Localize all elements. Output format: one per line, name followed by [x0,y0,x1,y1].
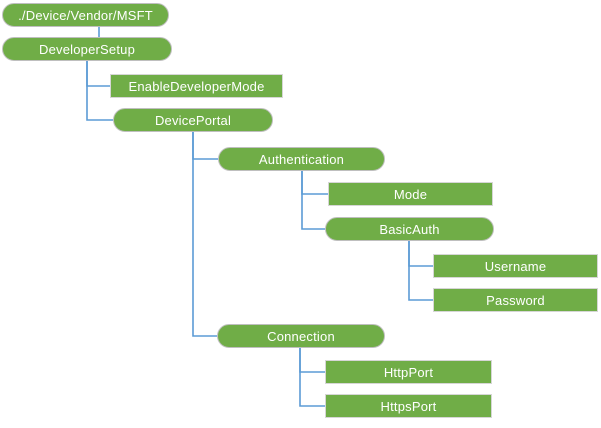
tree-node-label-connection: Connection [267,328,335,344]
tree-node-label-deviceportal: DevicePortal [154,112,232,128]
tree-node-basicauth[interactable]: BasicAuth [325,217,494,241]
tree-node-httpport[interactable]: HttpPort [325,360,492,384]
tree-node-label-authentication: Authentication [258,151,345,167]
tree-node-label-username: Username [484,258,547,274]
tree-node-enabledevelopermode[interactable]: EnableDeveloperMode [110,74,283,98]
tree-node-label-httpport: HttpPort [383,364,434,380]
tree-node-deviceportal[interactable]: DevicePortal [113,108,273,132]
tree-node-connection[interactable]: Connection [217,324,385,348]
connector-basicauth-to-password [408,241,433,301]
tree-node-httpsport[interactable]: HttpsPort [325,394,492,418]
tree-node-root[interactable]: ./Device/Vendor/MSFT [2,3,169,27]
tree-node-developersetup[interactable]: DeveloperSetup [2,37,172,61]
tree-node-authentication[interactable]: Authentication [218,147,385,171]
connector-deviceportal-to-authentication [192,132,218,160]
tree-node-label-httpsport: HttpsPort [380,398,437,414]
tree-node-label-developersetup: DeveloperSetup [38,41,136,57]
connector-basicauth-to-username [408,241,433,267]
connector-developersetup-to-enabledevelopermode [86,61,110,87]
connector-authentication-to-basicauth [301,171,325,230]
connector-connection-to-httpport [299,348,325,373]
connector-connection-to-httpsport [299,348,325,407]
tree-node-password[interactable]: Password [433,288,598,312]
tree-node-label-basicauth: BasicAuth [379,221,440,237]
tree-node-label-root: ./Device/Vendor/MSFT [18,7,153,23]
tree-node-mode[interactable]: Mode [328,182,493,206]
tree-node-label-mode: Mode [393,186,428,202]
connector-deviceportal-to-connection [192,132,217,337]
tree-node-label-password: Password [486,292,545,308]
connector-authentication-to-mode [301,171,328,195]
tree-node-username[interactable]: Username [433,254,598,278]
tree-node-label-enabledevelopermode: EnableDeveloperMode [128,78,265,94]
